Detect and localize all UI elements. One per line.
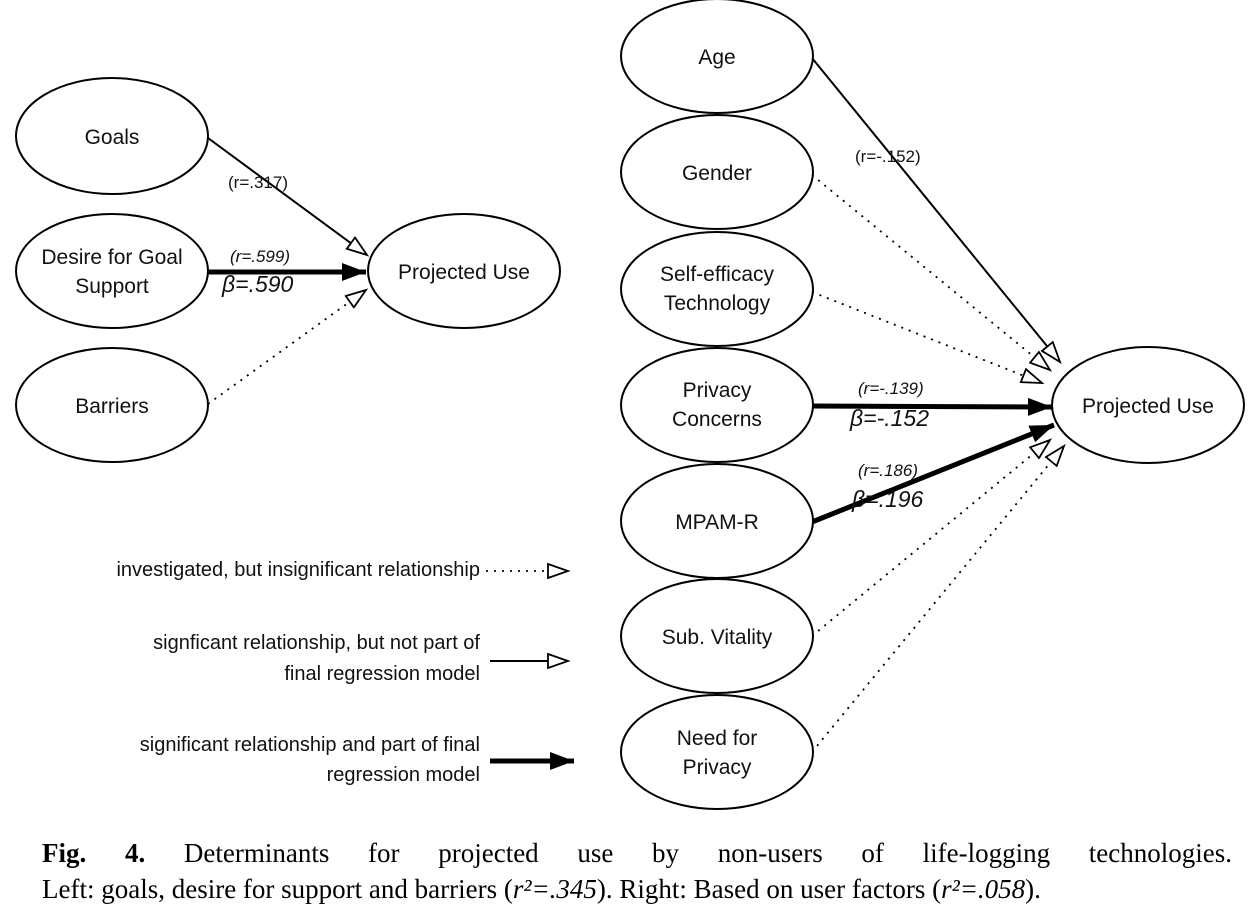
caption-line-1: Fig. 4. Determinants for projected use b… (42, 835, 1232, 871)
node-gender: Gender (620, 114, 814, 230)
legend-insignificant-label: investigated, but insignificant relation… (116, 559, 480, 581)
caption-left-r2: r²=.345 (512, 874, 597, 904)
node-projected-use-right-label: Projected Use (1082, 395, 1214, 418)
node-desire-for-goal-support: Desire for Goal Support (15, 213, 209, 329)
privacy-beta-label: β=-.152 (849, 405, 929, 431)
caption-text-2b: ). Right: Based on user factors ( (596, 874, 942, 904)
legend: investigated, but insignificant relation… (116, 559, 574, 786)
node-vitality-label: Sub. Vitality (662, 626, 773, 649)
node-needprivacy-label-line1: Need for (677, 727, 758, 750)
desire-beta-label: β=.590 (221, 271, 294, 297)
caption-right-r2: r²=.058 (941, 874, 1026, 904)
edge-selfefficacy-to-projected-use (811, 291, 1042, 383)
determinants-diagram: (r=.317) (r=.599) β=.590 Goals Desire fo… (15, 0, 1245, 810)
node-gender-label: Gender (682, 162, 752, 185)
legend-final-label-line1: significant relationship and part of fin… (140, 734, 480, 756)
edge-barriers-to-projected-use (207, 290, 366, 405)
node-privacy-label-line2: Concerns (672, 408, 762, 431)
node-selfefficacy-label-line2: Technology (664, 292, 771, 315)
mpam-beta-label: β=.196 (851, 486, 924, 512)
figure-caption: Fig. 4. Determinants for projected use b… (42, 835, 1232, 907)
legend-final: significant relationship and part of fin… (140, 734, 574, 786)
node-sub-vitality: Sub. Vitality (620, 578, 814, 694)
node-goals-label: Goals (85, 126, 140, 149)
edge-vitality-to-projected-use (811, 440, 1050, 637)
node-age-label: Age (698, 46, 735, 69)
node-barriers-label: Barriers (75, 395, 149, 418)
mpam-correlation-label: (r=.186) (858, 461, 918, 480)
left-model: (r=.317) (r=.599) β=.590 Goals Desire fo… (15, 77, 561, 463)
caption-text-2c: ). (1025, 874, 1041, 904)
node-barriers: Barriers (15, 347, 209, 463)
node-selfefficacy-label-line1: Self-efficacy (660, 263, 774, 286)
legend-significant: signficant relationship, but not part of… (153, 632, 568, 685)
legend-final-label-line2: regression model (327, 764, 480, 786)
edge-gender-to-projected-use (811, 174, 1050, 370)
node-projected-use-left-label: Projected Use (398, 261, 530, 284)
node-privacy-concerns: Privacy Concerns (620, 347, 814, 463)
node-age: Age (620, 0, 814, 114)
legend-insignificant: investigated, but insignificant relation… (116, 559, 568, 581)
node-need-for-privacy: Need for Privacy (620, 694, 814, 810)
caption-line-2: Left: goals, desire for support and barr… (42, 871, 1232, 907)
legend-significant-label-line1: signficant relationship, but not part of (153, 632, 480, 654)
edge-needprivacy-to-projected-use (811, 446, 1064, 753)
edge-goals-to-projected-use (207, 137, 367, 255)
node-self-efficacy-technology: Self-efficacy Technology (620, 231, 814, 347)
legend-significant-label-line2: final regression model (284, 663, 480, 685)
privacy-correlation-label: (r=-.139) (858, 379, 924, 398)
edge-age-to-projected-use (811, 57, 1060, 362)
node-goals: Goals (15, 77, 209, 195)
edge-privacy-to-projected-use (811, 397, 1053, 416)
edge-mpam-to-projected-use (811, 422, 1055, 525)
caption-text-2a: Left: goals, desire for support and barr… (42, 874, 513, 904)
caption-figure-number: Fig. 4. (42, 838, 146, 868)
age-correlation-label: (r=-.152) (855, 147, 921, 166)
node-desire-label-line2: Support (75, 275, 149, 298)
node-mpam-r: MPAM-R (620, 463, 814, 579)
node-needprivacy-label-line2: Privacy (683, 756, 752, 779)
desire-correlation-label: (r=.599) (230, 247, 290, 266)
node-projected-use-right: Projected Use (1051, 346, 1245, 464)
node-desire-label-line1: Desire for Goal (41, 246, 182, 269)
goals-correlation-label: (r=.317) (228, 173, 288, 192)
right-model: (r=-.152) (r=-.139) β=-.152 (r=.186) β=.… (620, 0, 1245, 810)
node-projected-use-left: Projected Use (367, 213, 561, 329)
node-mpam-label: MPAM-R (675, 511, 759, 534)
node-privacy-label-line1: Privacy (683, 379, 752, 402)
caption-text-1: Determinants for projected use by non-us… (183, 838, 1233, 868)
